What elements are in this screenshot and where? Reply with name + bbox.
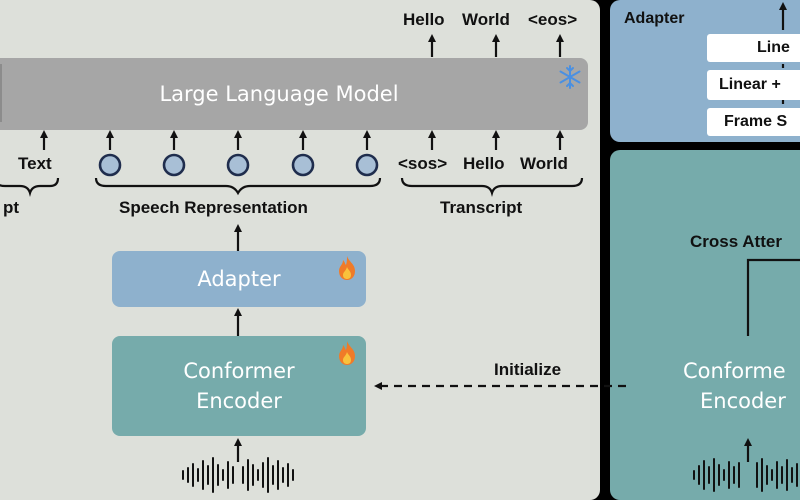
output-token-world: World [462, 10, 510, 29]
conformer-encoder-box: Conformer Encoder [112, 336, 366, 436]
transcript-brace-label: Transcript [440, 198, 523, 217]
encoder-label-line1: Conformer [183, 359, 295, 383]
prompt-text-label: Text [18, 154, 52, 173]
fire-icon [339, 341, 355, 365]
output-token-hello: Hello [403, 10, 445, 29]
speech-token-circle [98, 153, 122, 177]
right-adapter-row-linear-plus: Linear + [707, 70, 800, 100]
llm-left-divider [0, 64, 2, 122]
transcript-token-sos: <sos> [398, 154, 448, 173]
cross-attention-label: Cross Atter [690, 232, 782, 251]
right-adapter-row-linear: Line [707, 34, 800, 62]
right-encoder-panel [610, 150, 800, 500]
initialize-label: Initialize [494, 360, 562, 379]
speech-token-circle [355, 153, 379, 177]
right-adapter-title: Adapter [624, 10, 685, 27]
fire-icon [339, 256, 355, 280]
snowflake-icon [559, 65, 581, 89]
speech-representation-label: Speech Representation [119, 198, 308, 217]
transcript-brace [400, 177, 584, 197]
transcript-token-world: World [520, 154, 568, 173]
speech-token-circle [291, 153, 315, 177]
right-adapter-row-frame: Frame S [707, 108, 800, 136]
prompt-brace [0, 177, 60, 197]
encoder-label-line2: Encoder [196, 389, 282, 413]
transcript-token-hello: Hello [463, 154, 505, 173]
speech-token-circle [226, 153, 250, 177]
llm-box: Large Language Model [0, 58, 588, 130]
waveform-icon [182, 457, 294, 493]
right-encoder-label: Conforme Encoder [683, 359, 786, 413]
adapter-box: Adapter [112, 251, 366, 307]
speech-token-circle [162, 153, 186, 177]
waveform-icon [693, 458, 798, 492]
speech-brace [94, 177, 382, 196]
output-token-eos: <eos> [528, 10, 578, 29]
llm-label: Large Language Model [159, 82, 399, 106]
adapter-label: Adapter [197, 267, 281, 291]
prompt-brace-label: pt [3, 198, 20, 217]
